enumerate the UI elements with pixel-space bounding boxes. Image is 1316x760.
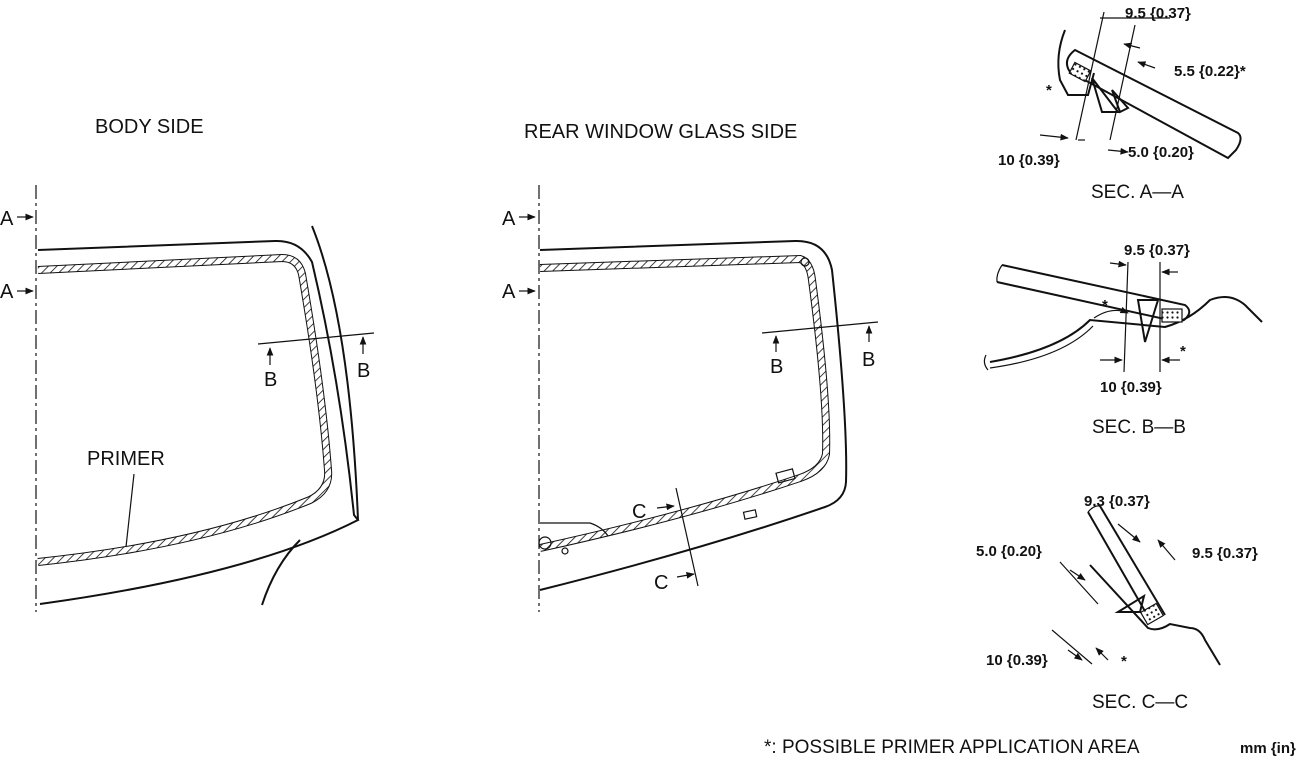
bb-star-2: * xyxy=(1180,343,1186,360)
glass-lower-hole xyxy=(538,536,552,550)
cc-dam xyxy=(1139,602,1165,626)
glass-outline xyxy=(539,239,848,591)
glass-section-b-line xyxy=(761,321,879,334)
aa-dim-4: 5.0 {0.20} xyxy=(1128,144,1194,161)
bb-title: SEC. B—B xyxy=(1092,417,1186,438)
glass-b-label-left: B xyxy=(770,356,783,378)
cc-dim-1: 9.3 {0.37} xyxy=(1084,493,1150,510)
glass-pad-mid xyxy=(742,509,758,520)
section-cc: 9.3 {0.37} 5.0 {0.20} 9.5 {0.37} 10 {0.3… xyxy=(976,493,1258,713)
cc-dim-arrow-4 xyxy=(1067,649,1083,661)
bb-adhesive xyxy=(1136,299,1160,343)
glass-corner-mark xyxy=(800,257,810,267)
bb-dim-2: 10 {0.39} xyxy=(1100,379,1162,396)
cc-dim-arrow-5 xyxy=(1095,647,1109,661)
body-flange-outline xyxy=(37,239,360,605)
glass-primer-band xyxy=(539,254,831,552)
cc-star: * xyxy=(1121,653,1127,670)
aa-dim-3: 10 {0.39} xyxy=(998,152,1060,169)
glass-c-label-bottom: C xyxy=(654,572,668,594)
footnote: *: POSSIBLE PRIMER APPLICATION AREA xyxy=(764,737,1140,758)
glass-b-label-right: B xyxy=(862,349,875,371)
bb-glass-break xyxy=(996,264,1003,283)
aa-dim-1: 9.5 {0.37} xyxy=(1125,5,1191,22)
aa-dim-arrow-3 xyxy=(1039,133,1069,141)
cc-dim-ext-1 xyxy=(1059,561,1099,605)
glass-c-label-top: C xyxy=(632,501,646,523)
body-lower-line xyxy=(261,539,301,606)
body-a-label-bottom: A xyxy=(0,281,14,303)
bb-dim-ext-left xyxy=(1123,261,1129,373)
glass-side-title: REAR WINDOW GLASS SIDE xyxy=(524,121,797,143)
aa-title: SEC. A—A xyxy=(1091,182,1184,203)
cc-title: SEC. C—C xyxy=(1092,692,1188,713)
section-aa: 9.5 {0.37} 5.5 {0.22}* 10 {0.39} 5.0 {0.… xyxy=(998,5,1246,203)
cc-dim-4: 10 {0.39} xyxy=(986,652,1048,669)
cc-dim-arrow-3 xyxy=(1069,569,1086,581)
glass-a-label-top: A xyxy=(502,208,516,230)
body-side-title: BODY SIDE xyxy=(95,116,204,138)
aa-dim-arrow-5 xyxy=(1107,147,1129,155)
aa-body-flange xyxy=(1057,29,1095,96)
cc-adhesive xyxy=(1114,593,1146,613)
glass-side-view: REAR WINDOW GLASS SIDE B B C C A A xyxy=(502,121,879,612)
cc-dim-3: 9.5 {0.37} xyxy=(1192,545,1258,562)
cc-dim-ext-2 xyxy=(1051,629,1093,665)
body-primer-band xyxy=(37,253,333,566)
glass-lower-pin xyxy=(561,547,569,555)
glass-lower-trim xyxy=(540,522,609,537)
cc-glass-right xyxy=(1099,505,1166,616)
bb-star-1: * xyxy=(1102,297,1108,314)
primer-label: PRIMER xyxy=(87,448,165,470)
cc-glass-left xyxy=(1087,511,1151,621)
primer-leader-line xyxy=(125,473,135,548)
glass-c-arrow-top xyxy=(656,503,675,511)
aa-dam xyxy=(1068,61,1092,83)
cc-dim-arrow-1 xyxy=(1117,523,1141,543)
cc-dim-2: 5.0 {0.20} xyxy=(976,543,1042,560)
body-b-label-right: B xyxy=(357,360,370,382)
section-bb: 9.5 {0.37} 10 {0.39} * * SEC. B—B xyxy=(983,242,1263,438)
bb-angle-arc xyxy=(1093,306,1129,319)
body-pillar-line xyxy=(311,225,359,521)
glass-pad-right xyxy=(775,468,796,484)
body-section-b-line xyxy=(257,332,375,345)
aa-dim-arrow-1 xyxy=(1123,42,1141,50)
glass-a-label-bottom: A xyxy=(502,281,516,303)
units-label: mm {in} xyxy=(1240,740,1296,757)
cc-dim-arrow-2 xyxy=(1157,539,1176,561)
bb-body-break xyxy=(983,354,989,371)
aa-dim-arrow-2 xyxy=(1137,61,1156,69)
body-side-view: BODY SIDE B B A A PRIMER xyxy=(0,116,375,612)
cc-glass-break xyxy=(1087,505,1101,513)
aa-adhesive-1 xyxy=(1091,77,1121,113)
bb-dam xyxy=(1161,308,1183,323)
cc-body-panel xyxy=(1089,564,1221,666)
aa-dim-2: 5.5 {0.22}* xyxy=(1174,63,1246,80)
bb-dim-1: 9.5 {0.37} xyxy=(1124,242,1190,259)
aa-dim-ext-right xyxy=(1109,24,1136,141)
aa-star: * xyxy=(1046,82,1052,99)
aa-dim-ext-left xyxy=(1075,11,1105,141)
glass-section-c-line xyxy=(675,487,699,587)
glass-c-arrow-bottom xyxy=(676,572,695,579)
aa-glass xyxy=(1065,48,1242,160)
body-b-label-left: B xyxy=(264,369,277,391)
bb-body-inner xyxy=(989,325,1094,369)
bb-dim-arrow-2 xyxy=(1109,260,1127,268)
body-a-label-top: A xyxy=(0,208,14,230)
aa-adhesive-2 xyxy=(1111,89,1130,114)
